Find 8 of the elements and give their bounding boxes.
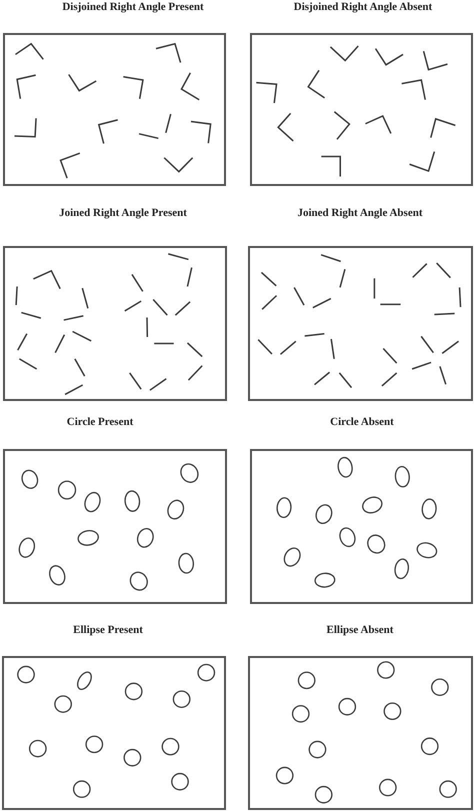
panel-title: Circle Present xyxy=(66,415,134,429)
panel-title: Joined Right Angle Present xyxy=(59,206,187,220)
panel-title: Ellipse Absent xyxy=(326,623,394,637)
panel-title: Joined Right Angle Absent xyxy=(298,206,422,220)
panel-title: Ellipse Present xyxy=(73,623,143,637)
panel-title: Disjoined Right Angle Absent xyxy=(294,0,432,14)
panel-title: Disjoined Right Angle Present xyxy=(62,0,204,14)
panel-title: Circle Absent xyxy=(330,415,394,429)
